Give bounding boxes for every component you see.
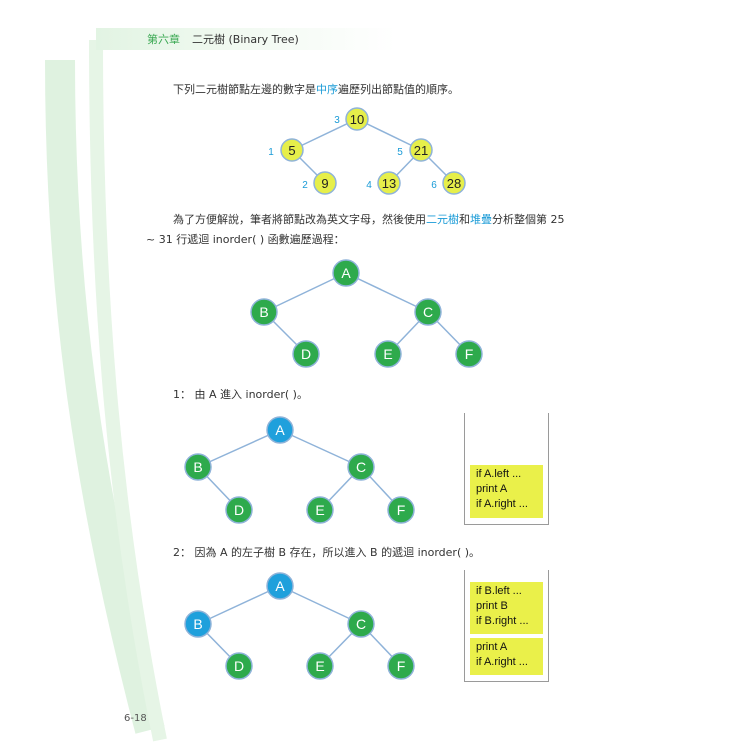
letter-node-E: [374, 340, 402, 368]
step1-node-B: [184, 453, 212, 481]
step2-node-B: [184, 610, 212, 638]
stack-line: if B.right ...: [476, 615, 529, 627]
letter-node-D: [292, 340, 320, 368]
node-value-13: 13: [382, 176, 396, 191]
letter-label-A: A: [341, 265, 351, 281]
step2-node-A: [266, 572, 294, 600]
explain-text-a: 為了方便解說，筆者將節點改為英文字母，然後使用: [173, 213, 426, 226]
tree-node-13: [377, 171, 401, 195]
step2-node-E: [306, 652, 334, 680]
letter-node-F: [455, 340, 483, 368]
tree-node-28: [442, 171, 466, 195]
step1-label-D: D: [234, 502, 244, 518]
edge-10-5: [291, 118, 358, 151]
stack-line: print B: [476, 600, 508, 612]
step-2-stack: if B.left ... print B if B.right ... pri…: [464, 570, 549, 682]
node-value-28: 28: [447, 176, 461, 191]
edge-A-B: [263, 272, 347, 313]
stack-line: print A: [476, 641, 508, 653]
step1-node-A: [266, 416, 294, 444]
tree-node-21: [409, 138, 433, 162]
step2-node-D: [225, 652, 253, 680]
order-label-5: 1: [268, 147, 274, 158]
order-label-13: 4: [366, 180, 372, 191]
step-1-text: 1： 由 A 進入 inorder( )。: [173, 388, 308, 401]
chapter-title: 二元樹 (Binary Tree): [192, 33, 299, 46]
stack-frame-A: print A if A.right ...: [470, 638, 543, 675]
explain-highlight-binary-tree: 二元樹: [426, 213, 459, 226]
order-label-10: 3: [334, 115, 340, 126]
step1-label-C: C: [356, 459, 366, 475]
step1-label-F: F: [397, 502, 406, 518]
edge-10-21: [356, 118, 422, 151]
chapter-label: 第六章: [147, 33, 180, 46]
node-value-10: 10: [350, 112, 364, 127]
step2-label-D: D: [234, 658, 244, 674]
node-value-21: 21: [414, 143, 428, 158]
step1-label-A: A: [275, 422, 285, 438]
explain-line-2: ~ 31 行遞迴 inorder( ) 函數遍歷過程：: [146, 233, 345, 246]
step-1-stack: if A.left ... print A if A.right ...: [464, 413, 549, 525]
edge-A-C: [279, 585, 362, 625]
page-number: 6-18: [124, 713, 147, 724]
intro-text: 下列二元樹節點左邊的數字是: [173, 83, 316, 96]
letter-label-E: E: [383, 346, 392, 362]
explain-text-c: 分析整個第 25: [492, 213, 565, 226]
explain-line-1: 為了方便解說，筆者將節點改為英文字母，然後使用二元樹和堆疊分析整個第 25: [173, 211, 565, 227]
edge-A-C: [279, 429, 362, 468]
order-label-28: 6: [431, 180, 437, 191]
tree-node-10: [345, 107, 369, 131]
order-label-9: 2: [302, 180, 308, 191]
stack-line: print A: [476, 483, 508, 495]
node-value-5: 5: [288, 143, 295, 158]
tree-node-9: [313, 171, 337, 195]
step1-node-E: [306, 496, 334, 524]
step2-label-F: F: [397, 658, 406, 674]
edge-A-C: [345, 272, 429, 313]
step2-label-E: E: [315, 658, 324, 674]
header-band: [96, 28, 396, 50]
step1-label-B: B: [193, 459, 202, 475]
letter-label-C: C: [423, 304, 433, 320]
node-value-9: 9: [321, 176, 328, 191]
stack-line: if A.right ...: [476, 498, 528, 510]
intro-paragraph: 下列二元樹節點左邊的數字是中序遍歷列出節點值的順序。: [173, 81, 459, 97]
step2-label-A: A: [275, 578, 285, 594]
step1-node-C: [347, 453, 375, 481]
letter-node-C: [414, 298, 442, 326]
step2-label-B: B: [193, 616, 202, 632]
letter-node-B: [250, 298, 278, 326]
tree-node-5: [280, 138, 304, 162]
explain-highlight-stack: 堆疊: [470, 213, 492, 226]
step1-node-D: [225, 496, 253, 524]
stack-line: if A.left ...: [476, 468, 522, 480]
stack-frame-B: if B.left ... print B if B.right ...: [470, 582, 543, 634]
step-2-text: 2： 因為 A 的左子樹 B 存在，所以進入 B 的遞迴 inorder( )。: [173, 546, 481, 559]
step1-label-E: E: [315, 502, 324, 518]
edge-A-B: [197, 429, 281, 468]
order-label-21: 5: [397, 147, 403, 158]
step2-node-C: [347, 610, 375, 638]
stack-line: if A.right ...: [476, 656, 528, 668]
stack-line: if B.left ...: [476, 585, 522, 597]
letter-label-B: B: [259, 304, 268, 320]
letter-node-A: [332, 259, 360, 287]
step2-node-F: [387, 652, 415, 680]
explain-text-b: 和: [459, 213, 470, 226]
step2-label-C: C: [356, 616, 366, 632]
intro-highlight: 中序: [316, 83, 338, 96]
intro-text-end: 遍歷列出節點值的順序。: [338, 83, 459, 96]
edge-A-B: [197, 585, 281, 625]
letter-label-D: D: [301, 346, 311, 362]
stack-frame-A: if A.left ... print A if A.right ...: [470, 465, 543, 518]
letter-label-F: F: [465, 346, 474, 362]
step1-node-F: [387, 496, 415, 524]
